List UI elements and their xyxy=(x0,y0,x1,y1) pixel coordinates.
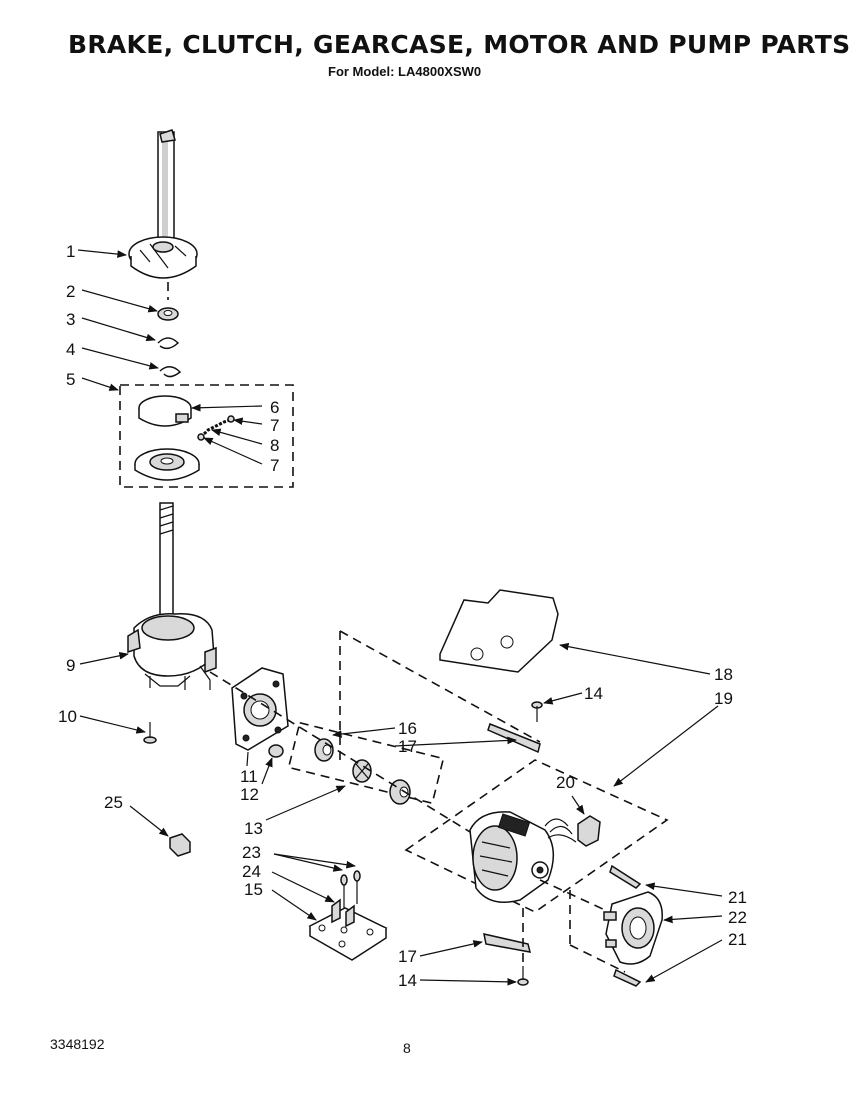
callout-6: 6 xyxy=(270,398,279,417)
clutch-spring-part-8 xyxy=(197,415,235,441)
callout-12: 12 xyxy=(240,785,259,804)
callout-25: 25 xyxy=(104,793,123,812)
motor-coupling xyxy=(389,779,411,805)
screw-part-14-bottom xyxy=(517,966,529,986)
plug-part-25 xyxy=(169,833,191,857)
pins-part-23-24 xyxy=(331,870,361,928)
callout-7b: 7 xyxy=(270,456,279,475)
callout-19: 19 xyxy=(714,689,733,708)
callout-23: 23 xyxy=(242,843,261,862)
callout-21a: 21 xyxy=(728,888,747,907)
screw-part-14-top xyxy=(531,701,543,722)
clutch-drum xyxy=(134,448,200,481)
callout-2: 2 xyxy=(66,282,75,301)
page-title: BRAKE, CLUTCH, GEARCASE, MOTOR AND PUMP … xyxy=(68,30,851,59)
callout-21b: 21 xyxy=(728,930,747,949)
callout-3: 3 xyxy=(66,310,75,329)
motor-shield-part-18 xyxy=(439,589,559,673)
brake-cam-part-1 xyxy=(128,236,198,279)
callout-15: 15 xyxy=(244,880,263,899)
motor-part-19 xyxy=(469,811,577,903)
callout-17a: 17 xyxy=(398,737,417,756)
brake-shaft-top xyxy=(157,129,176,251)
callout-8: 8 xyxy=(270,436,279,455)
callout-11: 11 xyxy=(240,767,258,786)
callout-14b: 14 xyxy=(398,971,417,990)
pump-part-22 xyxy=(603,891,663,965)
clip-part-21-top xyxy=(609,864,642,889)
callout-13: 13 xyxy=(244,819,263,838)
gearcase-part-9 xyxy=(127,502,217,690)
callout-4: 4 xyxy=(66,340,75,359)
motor-switch-part-20 xyxy=(577,815,601,847)
callout-10: 10 xyxy=(58,707,77,726)
bracket-part-15 xyxy=(308,907,388,961)
callout-20: 20 xyxy=(556,773,575,792)
document-number: 3348192 xyxy=(50,1036,105,1052)
coupling-box-part-13 xyxy=(287,721,445,805)
callout-7a: 7 xyxy=(270,416,279,435)
callout-16: 16 xyxy=(398,719,417,738)
coupling-part-16 xyxy=(314,738,334,762)
callout-9: 9 xyxy=(66,656,75,675)
nut-part-2 xyxy=(157,307,179,321)
bracket-part-17-bottom xyxy=(483,933,532,953)
clutch-band-part-6 xyxy=(138,395,192,427)
callout-22: 22 xyxy=(728,908,747,927)
clip-part-21-bottom xyxy=(613,968,642,987)
callout-1: 1 xyxy=(66,242,75,261)
callout-18: 18 xyxy=(714,665,733,684)
callout-24: 24 xyxy=(242,862,261,881)
page-number: 8 xyxy=(403,1040,411,1056)
model-subtitle: For Model: LA4800XSW0 xyxy=(328,64,482,79)
callout-14a: 14 xyxy=(584,684,603,703)
screw-part-10 xyxy=(143,722,157,744)
retainer-part-4 xyxy=(159,366,182,378)
clutch-assembly-box-part-5 xyxy=(119,384,294,488)
callout-5: 5 xyxy=(66,370,75,389)
callout-17b: 17 xyxy=(398,947,417,966)
washer-part-3 xyxy=(157,337,180,350)
mounting-plate xyxy=(231,667,289,751)
coupling-disc xyxy=(352,759,372,783)
nut-part-12 xyxy=(268,744,284,758)
leader-lines xyxy=(77,249,723,986)
